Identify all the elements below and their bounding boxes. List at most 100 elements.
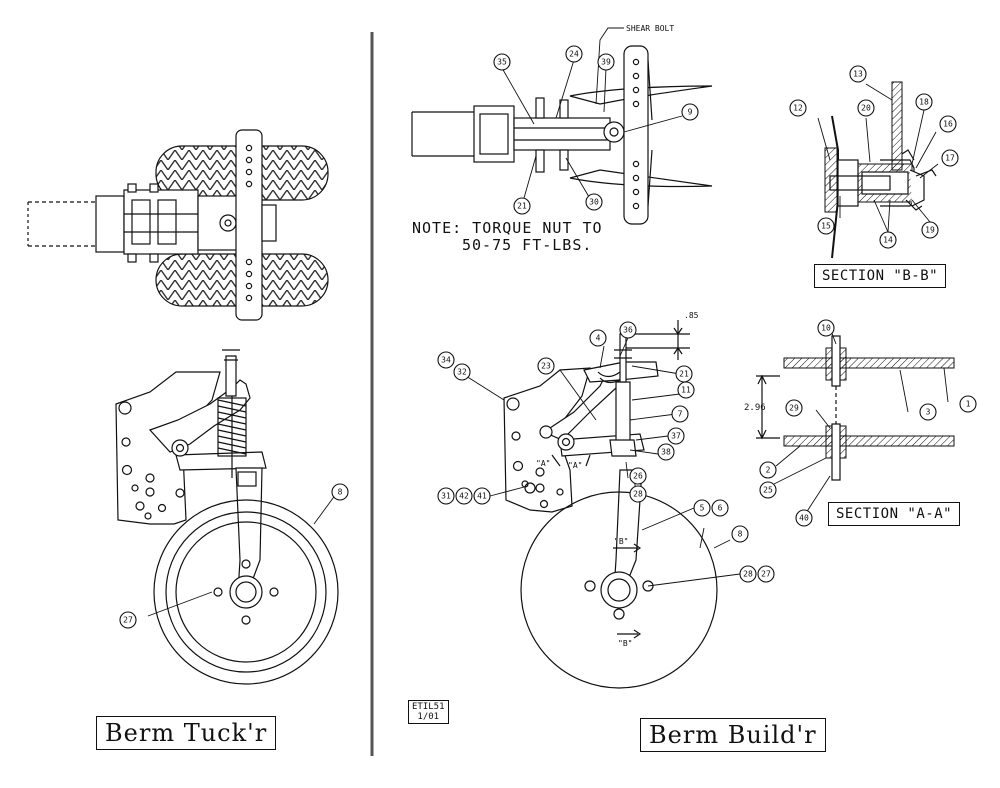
callout-27b: 27: [757, 565, 775, 583]
drawing-ref-line2: 1/01: [417, 712, 440, 722]
dim-296-label: 2.96: [744, 403, 766, 413]
buildr-rod-housing: [615, 381, 631, 443]
svg-text:27: 27: [761, 570, 771, 579]
callout-38: 38: [657, 443, 675, 461]
shear-bolt-label: SHEAR BOLT: [626, 24, 674, 33]
svg-text:17: 17: [945, 154, 955, 163]
svg-text:21: 21: [679, 370, 689, 379]
callout-41: 41: [473, 487, 491, 505]
svg-text:8: 8: [738, 530, 743, 539]
svg-text:12: 12: [793, 104, 803, 113]
buildr-side-view: [503, 333, 718, 689]
svg-text:2: 2: [766, 466, 771, 475]
callout-17: 17: [941, 149, 959, 167]
svg-text:8: 8: [338, 488, 343, 497]
svg-text:31: 31: [441, 492, 451, 501]
section-aa-view: [756, 335, 955, 481]
shear-bolt-leader: [595, 27, 624, 105]
title-berm-tuckr: Berm Tuck'r: [96, 716, 277, 750]
callout-8b: 8: [731, 525, 749, 543]
svg-text:15: 15: [821, 222, 831, 231]
callout-25: 25: [759, 481, 777, 499]
callout-28a: 28: [629, 485, 647, 503]
callout-37: 37: [667, 427, 685, 445]
svg-text:37: 37: [671, 432, 681, 441]
callout-11: 11: [677, 381, 695, 399]
callout-36: 36: [619, 321, 637, 339]
callout-34: 34: [437, 351, 455, 369]
callout-2: 2: [759, 461, 777, 479]
callout-13: 13: [849, 65, 867, 83]
callout-32: 32: [453, 363, 471, 381]
callout-6: 6: [711, 499, 729, 517]
title-berm-buildr: Berm Build'r: [640, 718, 826, 752]
cut-b-top-label: "B": [614, 537, 628, 546]
svg-text:28: 28: [743, 570, 753, 579]
buildr-top-flange: [623, 45, 649, 225]
svg-text:21: 21: [517, 202, 527, 211]
svg-text:13: 13: [853, 70, 863, 79]
svg-text:10: 10: [821, 324, 831, 333]
callout-18: 18: [915, 93, 933, 111]
callout-27a: 27: [119, 611, 137, 629]
torque-note: NOTE: TORQUE NUT TO 50-75 FT-LBS.: [412, 220, 603, 254]
svg-text:14: 14: [883, 236, 893, 245]
tuckr-side-view: [115, 349, 339, 685]
buildr-top-view: [411, 45, 713, 225]
callout-23: 23: [537, 357, 555, 375]
tuckr-top-flange: [235, 129, 263, 321]
svg-text:36: 36: [623, 326, 633, 335]
callout-4: 4: [589, 329, 607, 347]
callout-7: 7: [671, 405, 689, 423]
callout-35: 35: [493, 53, 511, 71]
svg-text:4: 4: [596, 334, 601, 343]
buildr-wheel: [520, 491, 718, 689]
svg-text:7: 7: [678, 410, 683, 419]
section-bb-view: [824, 81, 937, 259]
svg-text:11: 11: [681, 386, 691, 395]
callouts: 35 24 39 9 21 30 13 12 20 18 16 17 15 14…: [119, 45, 977, 629]
svg-text:39: 39: [601, 58, 611, 67]
callout-1: 1: [959, 395, 977, 413]
svg-text:35: 35: [497, 58, 507, 67]
callout-10: 10: [817, 319, 835, 337]
tuckr-wheel: [153, 499, 339, 685]
svg-text:38: 38: [661, 448, 671, 457]
svg-text:32: 32: [457, 368, 467, 377]
callout-21b: 21: [675, 365, 693, 383]
callout-8a: 8: [331, 483, 349, 501]
torque-note-line1: NOTE: TORQUE NUT TO: [412, 219, 603, 237]
callout-16: 16: [939, 115, 957, 133]
tuckr-pivot: [171, 439, 189, 457]
svg-text:18: 18: [919, 98, 929, 107]
callout-39: 39: [597, 53, 615, 71]
callout-30: 30: [585, 193, 603, 211]
svg-text:3: 3: [926, 408, 931, 417]
tuckr-top-view: [27, 129, 329, 321]
svg-text:23: 23: [541, 362, 551, 371]
cut-a-left-label: "A": [536, 459, 550, 468]
svg-text:40: 40: [799, 514, 809, 523]
dim-085-label: .85: [684, 311, 699, 320]
svg-text:20: 20: [861, 104, 871, 113]
svg-text:42: 42: [459, 492, 469, 501]
svg-text:19: 19: [925, 226, 935, 235]
svg-text:28: 28: [633, 490, 643, 499]
callout-24: 24: [565, 45, 583, 63]
callout-42: 42: [455, 487, 473, 505]
svg-text:9: 9: [688, 108, 693, 117]
svg-text:1: 1: [966, 400, 971, 409]
callout-12: 12: [789, 99, 807, 117]
svg-text:29: 29: [789, 404, 799, 413]
cut-a-right-label: "A": [568, 461, 582, 470]
svg-text:27: 27: [123, 616, 133, 625]
svg-text:41: 41: [477, 492, 487, 501]
callout-5: 5: [693, 499, 711, 517]
section-aa-label: SECTION "A-A": [828, 502, 961, 526]
callout-28b: 28: [739, 565, 757, 583]
svg-text:16: 16: [943, 120, 953, 129]
dim-085: [626, 320, 690, 360]
callout-20: 20: [857, 99, 875, 117]
